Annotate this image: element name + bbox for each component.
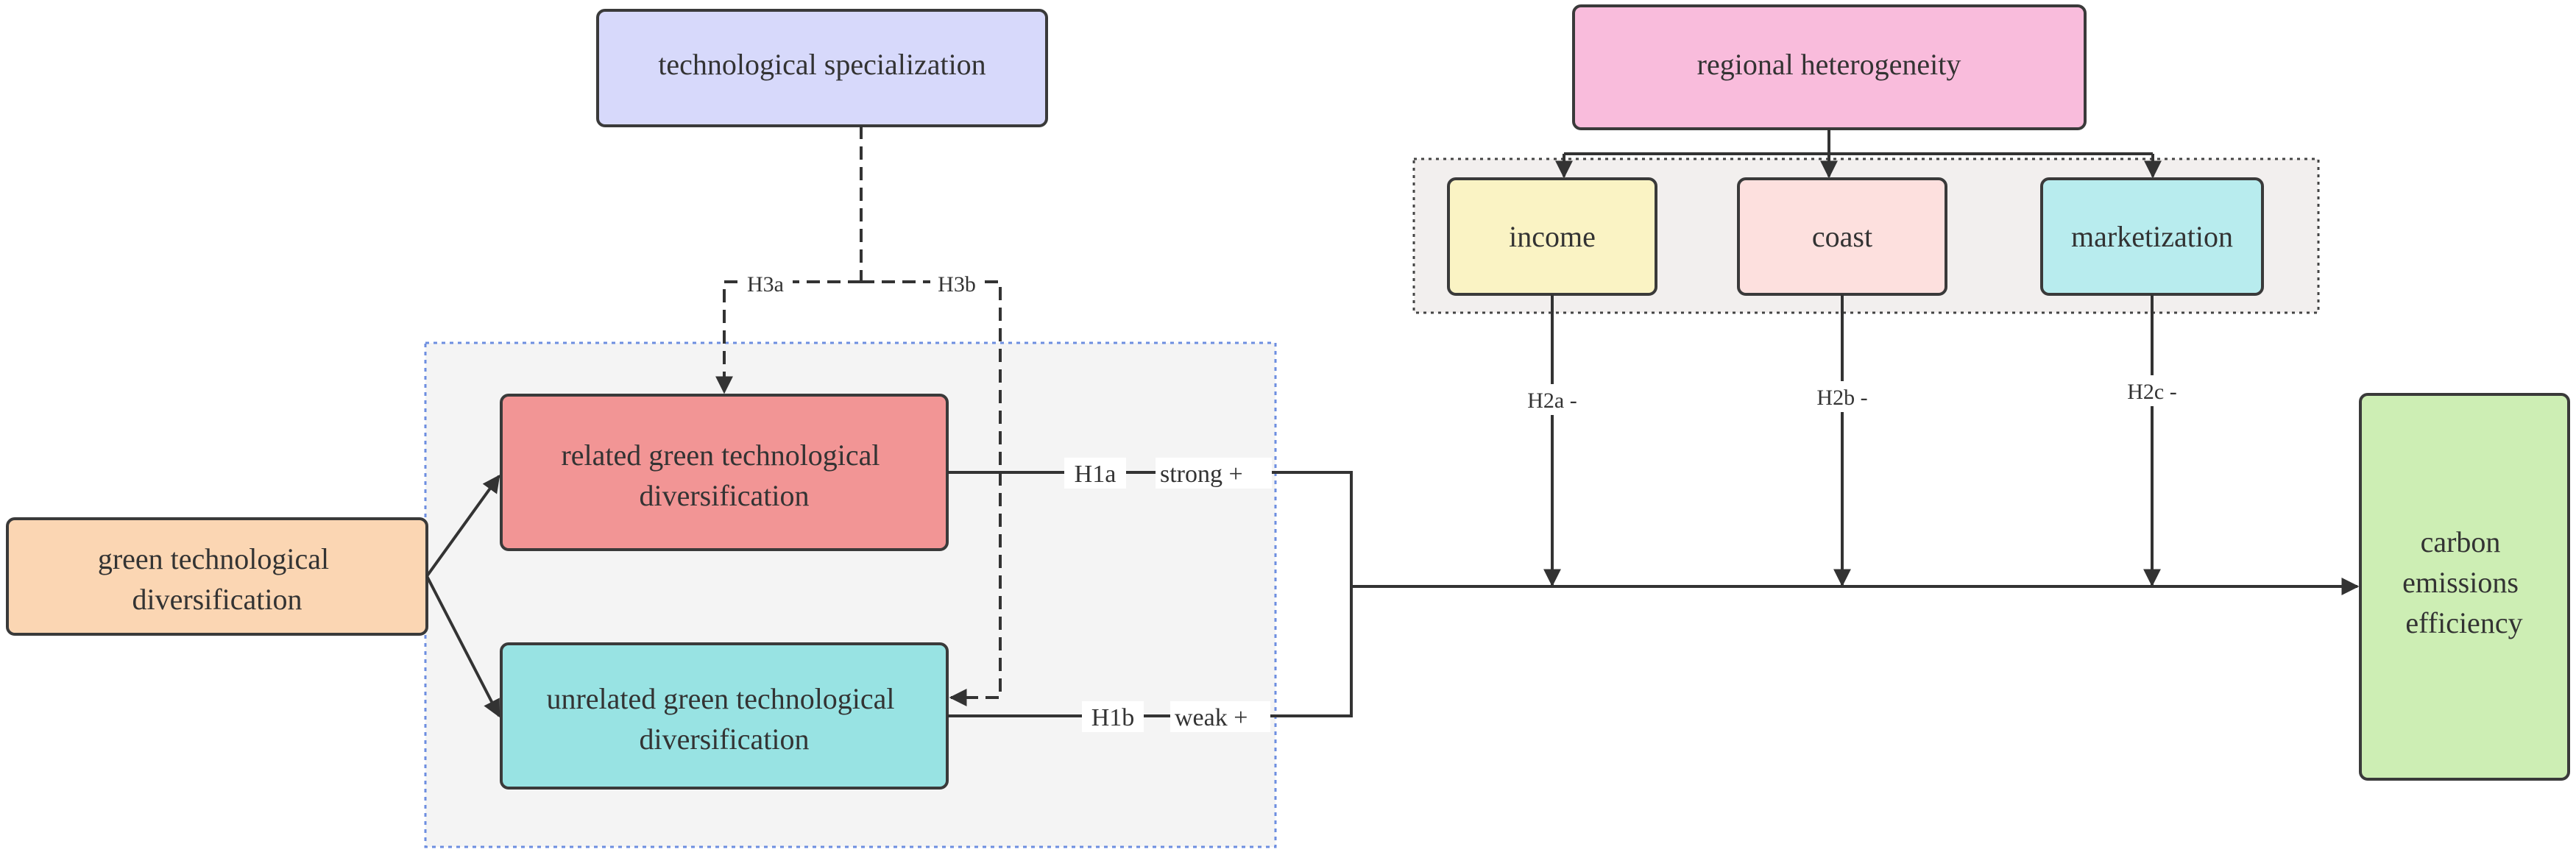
unrelated-diversification-node: unrelated green technological diversific… <box>500 642 949 790</box>
marketization-node: marketization <box>2040 177 2264 296</box>
income-label: income <box>1509 220 1596 253</box>
h3a-label-bg <box>738 269 793 296</box>
green-technological-diversification-node: green technological diversification <box>6 517 428 636</box>
h2b-label-bg <box>1799 381 1887 412</box>
green-technological-diversification-label: green technological diversification <box>98 542 336 616</box>
weak-label-bg <box>1170 701 1270 732</box>
strong-effect-label: strong + <box>1160 461 1243 488</box>
marketization-label: marketization <box>2071 220 2233 253</box>
technological-specialization-node: technological specialization <box>596 9 1048 127</box>
regional-heterogeneity-node: regional heterogeneity <box>1572 4 2087 130</box>
h2a-label-bg <box>1509 384 1597 415</box>
h2b-label: H2b - <box>1816 386 1867 410</box>
coast-node: coast <box>1737 177 1947 296</box>
arrow-to-related <box>425 475 500 578</box>
coast-label: coast <box>1812 220 1872 253</box>
carbon-emissions-efficiency-node: carbon emissions efficiency <box>2359 393 2570 781</box>
h1b-label-bg <box>1082 701 1144 732</box>
weak-effect-label: weak + <box>1175 704 1248 731</box>
h2c-label: H2c - <box>2127 380 2176 404</box>
h3b-label: H3b <box>938 272 976 297</box>
unrelated-diversification-label: unrelated green technological diversific… <box>546 682 902 756</box>
arrow-to-unrelated <box>425 575 500 718</box>
h2c-label-bg <box>2109 375 2197 406</box>
h3a-label: H3a <box>747 272 784 297</box>
related-diversification-label: related green technological diversificat… <box>561 439 887 512</box>
h2a-label: H2a - <box>1527 389 1577 413</box>
strong-label-bg <box>1156 458 1272 489</box>
technological-specialization-label: technological specialization <box>658 48 986 81</box>
h3b-label-bg <box>930 269 983 296</box>
h3a-dashed-path <box>715 280 861 394</box>
regional-heterogeneity-label: regional heterogeneity <box>1697 48 1961 81</box>
related-diversification-node: related green technological diversificat… <box>500 394 949 551</box>
income-node: income <box>1447 177 1657 296</box>
h1a-label-bg <box>1064 458 1126 489</box>
carbon-emissions-efficiency-label: carbon emissions efficiency <box>2402 525 2526 639</box>
h1a-label: H1a <box>1075 461 1117 488</box>
h1b-label: H1b <box>1091 704 1135 731</box>
